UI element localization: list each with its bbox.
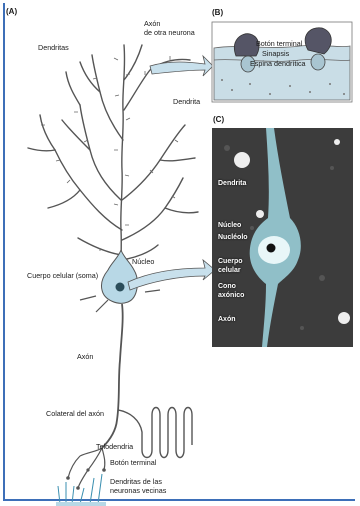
neighbor-dendrites	[58, 474, 102, 504]
label-boton-terminal: Botón terminal	[110, 459, 156, 467]
panel-label-b: (B)	[212, 9, 223, 18]
label-c-dendrita: Dendrita	[218, 180, 246, 188]
axon-path	[102, 304, 123, 448]
nucleus	[116, 283, 125, 292]
label-vecinas-2: neuronas vecinas	[110, 487, 166, 495]
label-dendrita: Dendrita	[173, 98, 200, 106]
label-b-boton: Botón terminal	[256, 40, 302, 48]
label-b-espina: Espina dendrítica	[250, 60, 306, 68]
label-telodendria: Telodendria	[96, 443, 133, 451]
panel-label-c: (C)	[213, 116, 224, 125]
label-cuerpo-celular: Cuerpo celular (soma)	[27, 272, 98, 280]
label-nucleo: Núcleo	[132, 258, 154, 266]
label-c-cuerpo-2: celular	[218, 267, 241, 275]
telodendria	[68, 448, 105, 488]
panel-label-a: (A)	[6, 8, 17, 17]
label-axon: Axón	[77, 353, 93, 361]
label-c-cono-1: Cono	[218, 283, 236, 291]
label-c-nucleo: Núcleo	[218, 222, 241, 230]
label-c-cuerpo-1: Cuerpo	[218, 258, 243, 266]
label-c-nucleolo: Nucléolo	[218, 234, 248, 242]
label-c-axon: Axón	[218, 316, 236, 324]
label-c-cono-2: axónico	[218, 292, 244, 300]
label-axon-other-1: Axón	[144, 20, 160, 28]
label-dendritas: Dendritas	[38, 44, 69, 52]
label-colateral: Colateral del axón	[46, 410, 104, 418]
dendrite-tree	[28, 45, 198, 290]
label-vecinas-1: Dendritas de las	[110, 478, 162, 486]
label-axon-other-2: de otra neurona	[144, 29, 195, 37]
label-b-sinapsis: Sinapsis	[262, 50, 289, 58]
